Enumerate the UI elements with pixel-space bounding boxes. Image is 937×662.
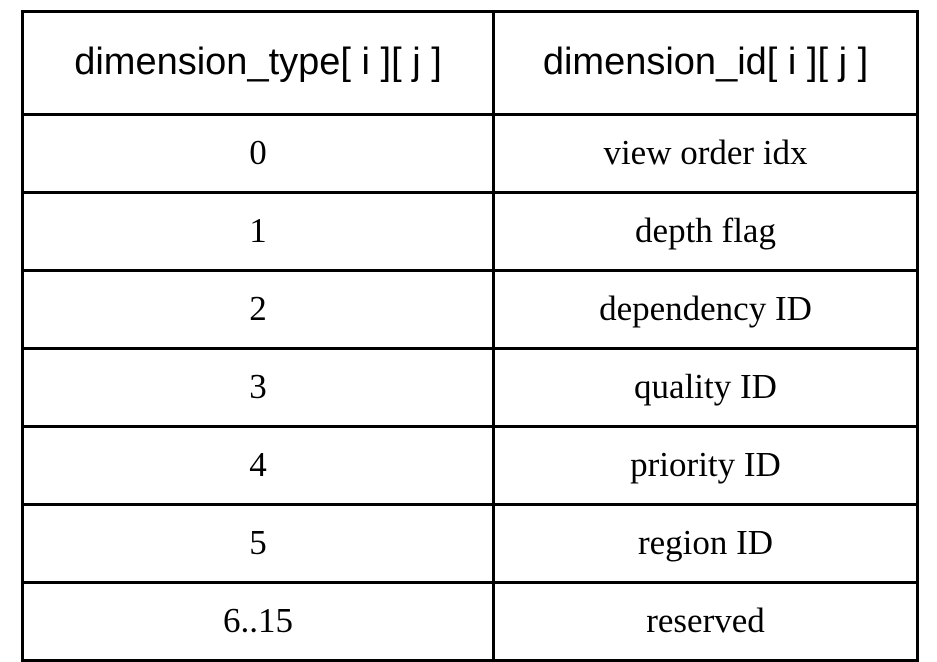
table-row: 1 depth flag bbox=[21, 191, 919, 272]
column-header-dimension-type: dimension_type[ i ][ j ] bbox=[21, 10, 495, 116]
cell-dimension-id: reserved bbox=[492, 581, 919, 662]
cell-dimension-id: quality ID bbox=[492, 347, 919, 428]
table-header-row: dimension_type[ i ][ j ] dimension_id[ i… bbox=[21, 10, 919, 116]
cell-dimension-id: depth flag bbox=[492, 191, 919, 272]
cell-dimension-type: 2 bbox=[21, 269, 495, 350]
cell-dimension-id: dependency ID bbox=[492, 269, 919, 350]
cell-dimension-type: 1 bbox=[21, 191, 495, 272]
cell-dimension-id: view order idx bbox=[492, 113, 919, 194]
table-row: 5 region ID bbox=[21, 503, 919, 584]
table-row: 6..15 reserved bbox=[21, 581, 919, 662]
cell-dimension-type: 5 bbox=[21, 503, 495, 584]
table-header: dimension_type[ i ][ j ] dimension_id[ i… bbox=[21, 10, 919, 116]
table-row: 4 priority ID bbox=[21, 425, 919, 506]
table-body: 0 view order idx 1 depth flag 2 dependen… bbox=[21, 113, 919, 662]
column-header-dimension-id: dimension_id[ i ][ j ] bbox=[492, 10, 919, 116]
page-canvas: dimension_type[ i ][ j ] dimension_id[ i… bbox=[21, 10, 919, 662]
cell-dimension-id: region ID bbox=[492, 503, 919, 584]
cell-dimension-type: 6..15 bbox=[21, 581, 495, 662]
table-row: 2 dependency ID bbox=[21, 269, 919, 350]
cell-dimension-type: 4 bbox=[21, 425, 495, 506]
cell-dimension-id: priority ID bbox=[492, 425, 919, 506]
cell-dimension-type: 3 bbox=[21, 347, 495, 428]
table-row: 3 quality ID bbox=[21, 347, 919, 428]
dimension-mapping-table: dimension_type[ i ][ j ] dimension_id[ i… bbox=[21, 10, 919, 662]
table-row: 0 view order idx bbox=[21, 113, 919, 194]
cell-dimension-type: 0 bbox=[21, 113, 495, 194]
